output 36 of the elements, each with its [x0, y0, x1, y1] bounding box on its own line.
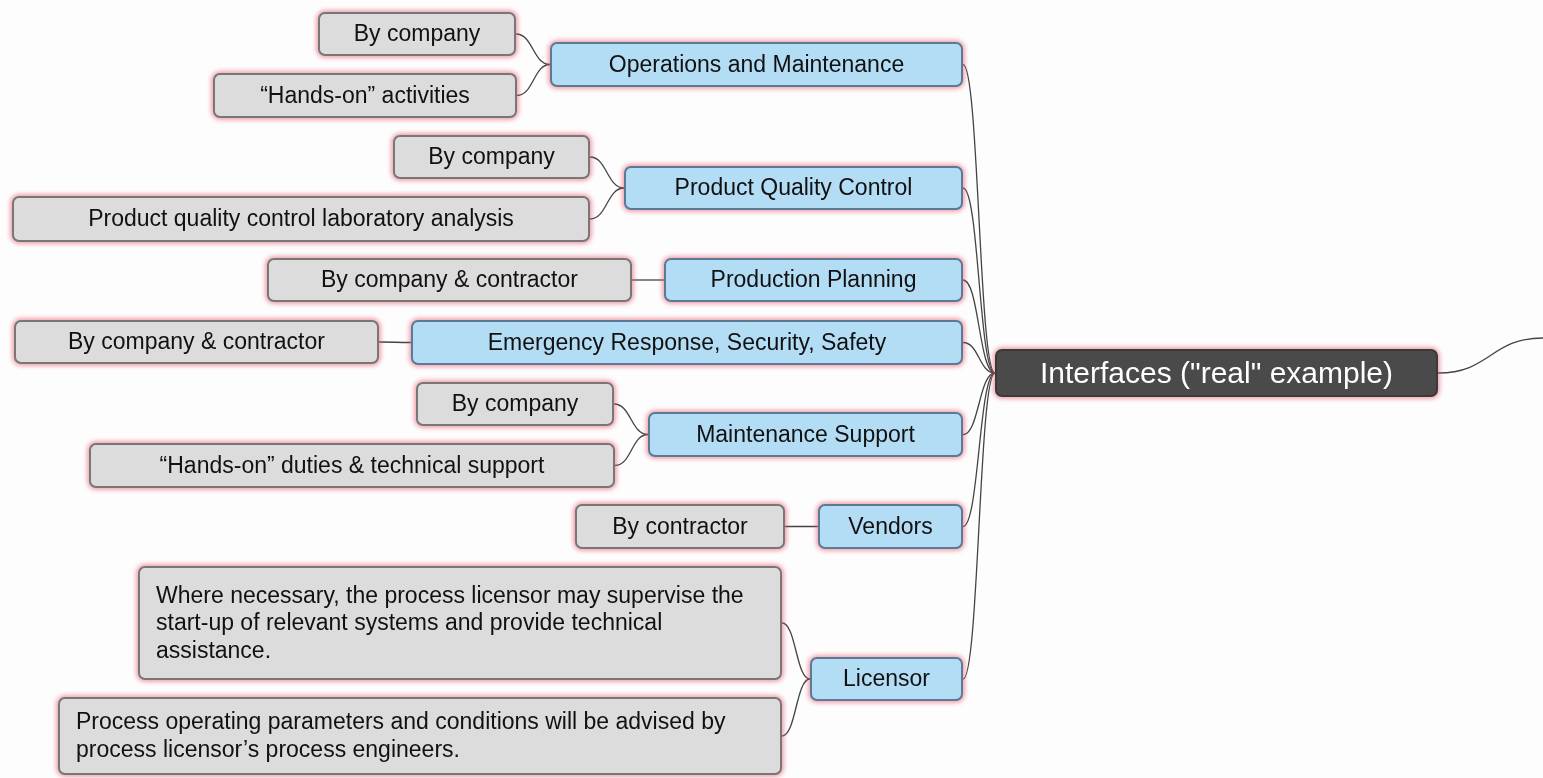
subtopic-box: By company — [318, 12, 516, 56]
subtopic-box: Where necessary, the process licensor may supervise the start-up of relevant systems and provide technical assistance. — [138, 566, 782, 680]
subtopic-box: Process operating parameters and conditions will be advised by process licensor’s process engineers. — [58, 697, 782, 775]
subtopic-box: By company — [393, 135, 590, 179]
subtopic-box: “Hands-on” activities — [213, 73, 517, 118]
connector-line — [589, 187, 625, 220]
connector-line — [962, 187, 996, 374]
subtopic-box: By contractor — [575, 504, 785, 549]
connector-line — [784, 525, 819, 528]
subtopic-box: By company — [416, 382, 614, 426]
connector-line — [631, 279, 665, 281]
connector-line — [962, 279, 996, 374]
topic-box: Vendors — [818, 504, 963, 549]
connector-line — [378, 341, 412, 344]
topic-box: Licensor — [810, 657, 963, 701]
connector-line — [516, 63, 551, 97]
connector-line — [589, 156, 625, 189]
connector-line — [962, 372, 996, 680]
connector-line — [781, 678, 811, 737]
subtopic-box: “Hands-on” duties & technical support — [89, 443, 615, 488]
connector-line — [962, 341, 996, 374]
central-topic-box: Interfaces ("real" example) — [995, 349, 1438, 397]
subtopic-box: Product quality control laboratory analysis — [12, 196, 590, 242]
subtopic-box: By company & contractor — [267, 258, 632, 302]
topic-box: Operations and Maintenance — [550, 42, 963, 87]
topic-box: Product Quality Control — [624, 166, 963, 210]
connector-line — [962, 372, 996, 528]
topic-box: Emergency Response, Security, Safety — [411, 320, 963, 365]
connector-line — [962, 372, 996, 436]
connector-line — [614, 433, 649, 467]
topic-box: Production Planning — [664, 258, 963, 302]
connector-line — [781, 622, 811, 680]
connector-line — [1437, 337, 1543, 374]
subtopic-box: By company & contractor — [14, 320, 379, 364]
connector-line — [962, 63, 996, 374]
topic-box: Maintenance Support — [648, 412, 963, 457]
